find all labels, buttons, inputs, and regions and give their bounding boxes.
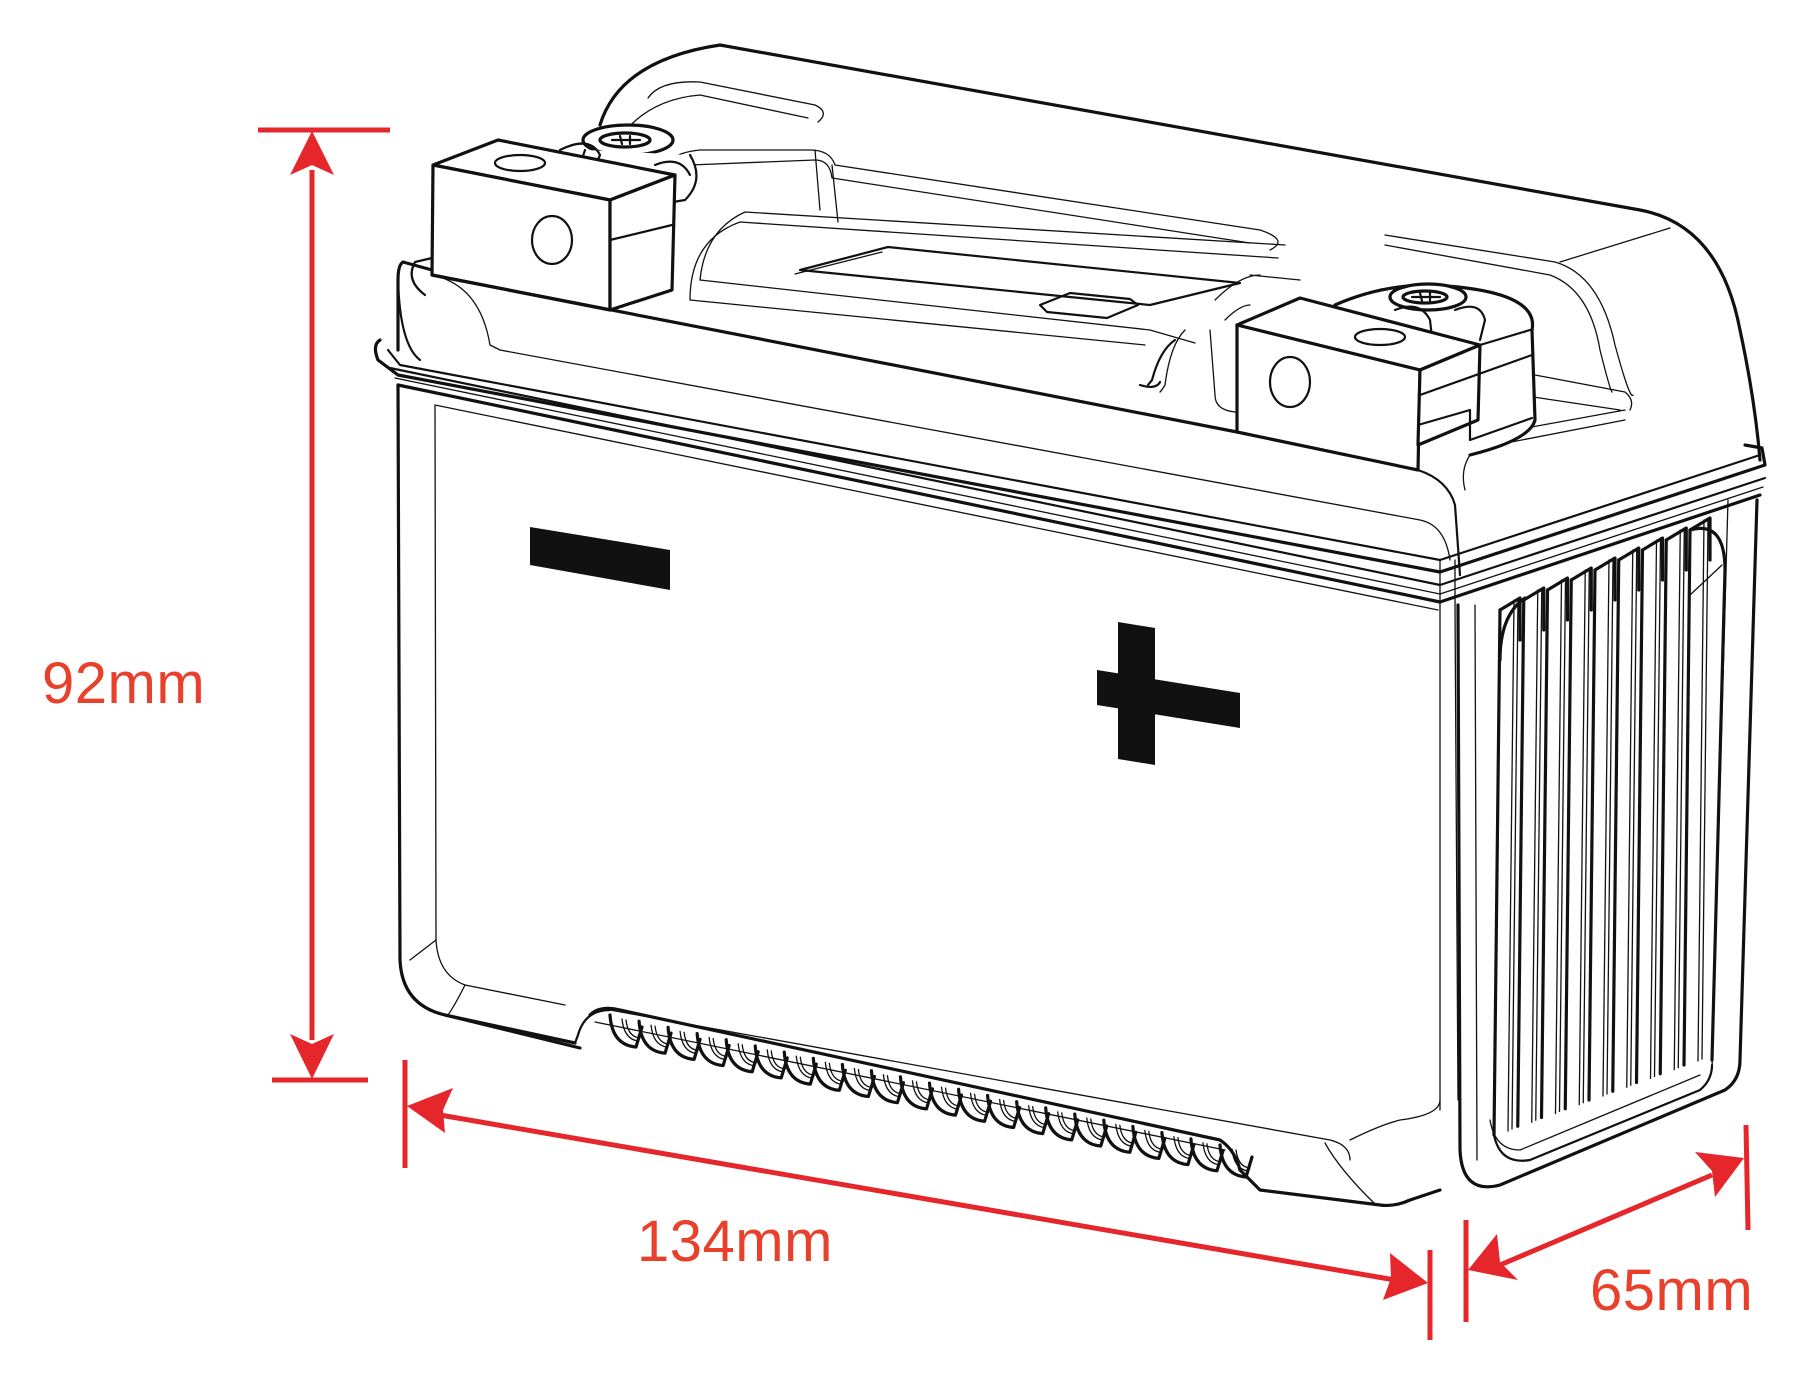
polarity-markings [530, 527, 1240, 765]
arrow-right-icon [1695, 1152, 1744, 1197]
plus-sign-icon [1097, 622, 1240, 765]
negative-terminal [410, 123, 698, 312]
lid-front-face [373, 260, 1767, 606]
width-dimension [1463, 1124, 1751, 1322]
battery-body-front [396, 383, 1459, 1208]
arrow-right-icon [1383, 1253, 1428, 1300]
width-label: 65mm [1590, 1258, 1754, 1323]
side-vent-fins [1489, 516, 1727, 1162]
minus-sign-icon [530, 527, 670, 590]
arrow-up-icon [290, 131, 334, 175]
arrow-left-icon [1468, 1234, 1518, 1280]
bottom-ribs [588, 1006, 1254, 1179]
height-dimension [258, 127, 390, 1083]
positive-terminal [1235, 282, 1537, 472]
length-label: 134mm [637, 1209, 833, 1274]
height-label: 92mm [42, 651, 206, 716]
length-dimension [402, 1060, 1433, 1340]
lid-handle-recess [643, 149, 1301, 413]
arrow-left-icon [407, 1088, 453, 1133]
arrow-down-icon [290, 1034, 334, 1079]
battery-lid [598, 43, 1762, 462]
